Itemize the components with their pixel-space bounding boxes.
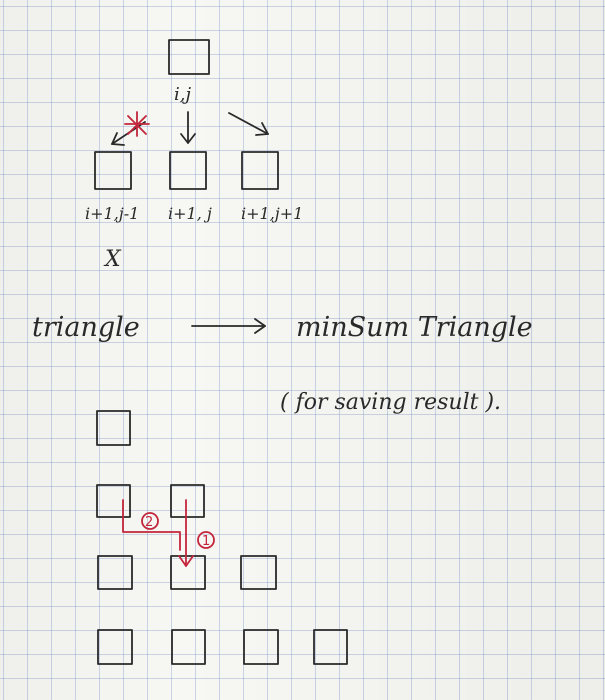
caption-saving-result: ( for saving result ).	[280, 390, 501, 415]
step-badge-2: 2	[141, 512, 159, 530]
red-asterisk-icon	[124, 111, 150, 137]
triangle-cell	[240, 555, 277, 590]
triangle-cell	[96, 484, 131, 518]
red-step-arrow-2	[122, 499, 181, 551]
label-i1-jp1: i+1,j+1	[241, 204, 303, 223]
triangle-cell	[313, 629, 348, 665]
cell-i1-j	[169, 151, 207, 190]
triangle-diagram	[96, 410, 348, 665]
step-number-2: 2	[145, 515, 153, 530]
cross-mark: X	[103, 247, 122, 272]
triangle-cell	[97, 555, 133, 590]
label-i-j: i,j	[174, 84, 191, 105]
cell-i-j	[168, 39, 210, 75]
cell-i1-jm1	[94, 151, 132, 190]
triangle-cell	[171, 629, 206, 665]
triangle-cell	[170, 484, 205, 518]
arrow-down-right	[228, 112, 269, 136]
triangle-cell	[97, 629, 133, 665]
word-triangle: triangle	[32, 312, 140, 343]
step-number-1: 1	[202, 534, 210, 549]
triangle-cell	[243, 629, 279, 665]
arrow-down	[180, 111, 196, 144]
word-minsum-triangle: minSum Triangle	[296, 312, 533, 343]
long-arrow-right	[191, 318, 266, 334]
step-badge-1: 1	[197, 531, 215, 549]
cell-i1-jp1	[241, 151, 279, 190]
triangle-cell	[96, 410, 131, 446]
triangle-cell	[170, 555, 206, 590]
label-i1-jm1: i+1,j-1	[85, 204, 139, 223]
red-step-arrow-1	[178, 499, 194, 567]
label-i1-j: i+1, j	[168, 204, 212, 223]
